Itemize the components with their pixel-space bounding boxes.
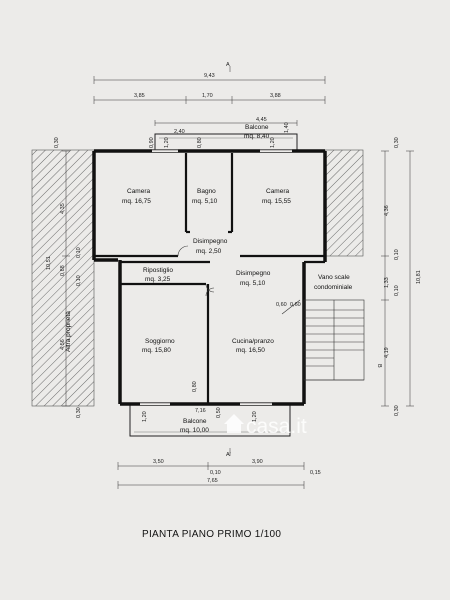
room-soggiorno-area: mq. 15,80: [142, 347, 171, 354]
staircase: [303, 299, 365, 381]
dim-right-030a: 0,30: [394, 137, 400, 148]
dim-mid-080: 0,80: [192, 381, 198, 392]
dim-080a: 0,80: [197, 137, 203, 148]
room-camera-2-name: Camera: [266, 188, 290, 195]
dim-mid-060b: 0,60: [290, 302, 301, 308]
dim-right-133: 1,33: [384, 277, 390, 288]
room-balcone-top-name: Balcone: [245, 124, 269, 131]
room-vano-scale-name: Vano scale: [318, 274, 350, 281]
dim-right-1081: 10,81: [416, 270, 422, 284]
room-soggiorno-name: Soggiorno: [145, 338, 175, 345]
dim-090a: 0,90: [149, 137, 155, 148]
dim-bot-716: 7,16: [195, 408, 206, 414]
section-mark-b-right: B: [376, 364, 382, 368]
dim-bot-010: 0,10: [210, 470, 221, 476]
room-vano-scale-sub: condominiale: [314, 284, 353, 291]
dim-120b: 1,20: [270, 137, 276, 148]
section-mark-a-top: A: [226, 62, 230, 68]
dim-right-419: 4,19: [384, 347, 390, 358]
dim-left-088: 0,88: [60, 265, 66, 276]
dim-bot-390: 3,90: [252, 459, 263, 465]
casa-logo-watermark: casa.it: [224, 414, 307, 438]
room-altra-proprieta: Altra proprietà: [65, 311, 72, 352]
dim-left-010: 0,10: [76, 247, 82, 258]
dim-balcone-len: 4,45: [256, 117, 267, 123]
dim-bot-765: 7,65: [207, 478, 218, 484]
dim-bot-050: 0,50: [216, 407, 222, 418]
room-disimpegno-2-name: Disimpegno: [236, 270, 271, 277]
room-balcone-bottom-name: Balcone: [183, 418, 207, 425]
dim-left-030a: 0,30: [54, 137, 60, 148]
dim-right-030b: 0,30: [394, 405, 400, 416]
dim-right-010b: 0,10: [394, 285, 400, 296]
room-disimpegno-1-area: mq. 2,50: [196, 248, 222, 255]
dim-right-010a: 0,10: [394, 249, 400, 260]
dim-bot-015: 0,15: [310, 470, 321, 476]
room-ripostiglio-area: mq. 3,25: [145, 276, 171, 283]
dim-top-right: 3,88: [270, 93, 281, 99]
dim-top-left: 3,85: [134, 93, 145, 99]
section-mark-a-bottom: A': [226, 452, 231, 458]
dim-top-mid: 1,70: [202, 93, 213, 99]
dim-left-456: 4,56: [60, 339, 66, 350]
room-bagno-name: Bagno: [197, 188, 216, 195]
dim-left-1051: 10,51: [46, 256, 52, 270]
dim-top-total: 9,43: [204, 73, 215, 79]
interior-walls: [94, 153, 325, 404]
dim-mid-060a: 0,60: [276, 302, 287, 308]
dim-120a: 1,20: [164, 137, 170, 148]
room-balcone-bottom-area: mq. 10,00: [180, 427, 209, 434]
dim-left-435: 4,35: [60, 203, 66, 214]
dim-140: 1,40: [284, 122, 290, 133]
dim-left-030b: 0,30: [76, 407, 82, 418]
room-ripostiglio-name: Ripostiglio: [143, 267, 173, 274]
dim-left-010b: 0,10: [76, 275, 82, 286]
room-cucina-area: mq. 16,50: [236, 347, 265, 354]
room-bagno-area: mq. 5,10: [192, 198, 218, 205]
hatched-area-left: [31, 149, 95, 407]
dimension-lines: [62, 66, 414, 489]
dim-bot-120b: 1,20: [252, 411, 258, 422]
dim-bot-120a: 1,20: [142, 411, 148, 422]
room-camera-1-name: Camera: [127, 188, 151, 195]
watermark-text: casa.it: [246, 415, 307, 438]
dim-240: 2,40: [174, 129, 185, 135]
dim-bot-350: 3,50: [153, 459, 164, 465]
dim-right-436: 4,36: [384, 205, 390, 216]
plan-title: PIANTA PIANO PRIMO 1/100: [142, 529, 281, 540]
hatched-area-right: [324, 149, 364, 257]
room-disimpegno-2-area: mq. 5,10: [240, 280, 266, 287]
room-camera-1-area: mq. 16,75: [122, 198, 151, 205]
room-camera-2-area: mq. 15,55: [262, 198, 291, 205]
room-disimpegno-1-name: Disimpegno: [193, 238, 228, 245]
house-icon: [224, 414, 244, 433]
room-balcone-top-area: mq. 8,40: [244, 133, 270, 140]
room-cucina-name: Cucina/pranzo: [232, 338, 274, 345]
